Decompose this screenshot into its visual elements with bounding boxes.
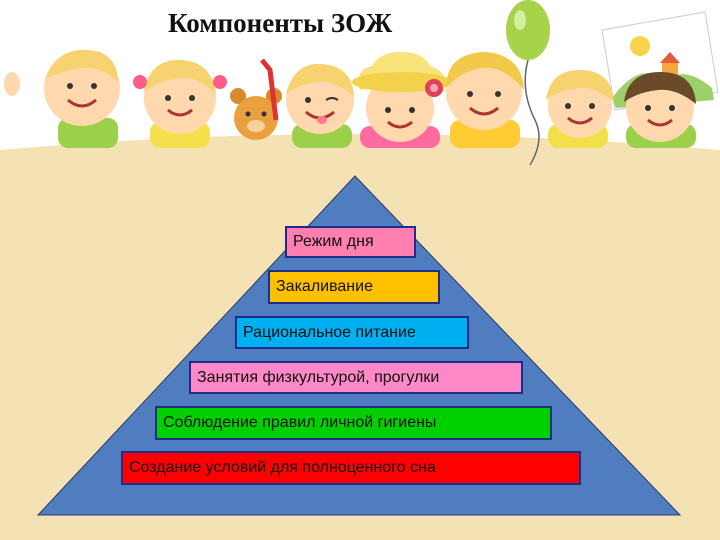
- page-title: Компоненты ЗОЖ: [168, 8, 393, 38]
- child-7-icon: [624, 72, 696, 148]
- pyramid-level-3: Рациональное питание: [235, 316, 469, 349]
- pyramid-level-4: Занятия физкультурой, прогулки: [189, 361, 523, 394]
- balloon-icon: [506, 0, 550, 166]
- pyramid-level-5: Соблюдение правил личной гигиены: [155, 406, 552, 440]
- child-3-icon: [286, 63, 354, 148]
- child-4-icon: [352, 52, 452, 148]
- pyramid-level-2: Закаливание: [268, 270, 440, 304]
- child-1-icon: [4, 49, 120, 148]
- child-2-icon: [133, 59, 227, 148]
- pyramid-level-1: Режим дня: [285, 226, 416, 258]
- teddy-bear-icon: [230, 58, 282, 140]
- child-5-icon: [446, 52, 524, 148]
- pyramid-level-6: Создание условий для полноценного сна: [121, 451, 581, 485]
- child-6-icon: [546, 70, 614, 148]
- children-illustration: [4, 49, 696, 148]
